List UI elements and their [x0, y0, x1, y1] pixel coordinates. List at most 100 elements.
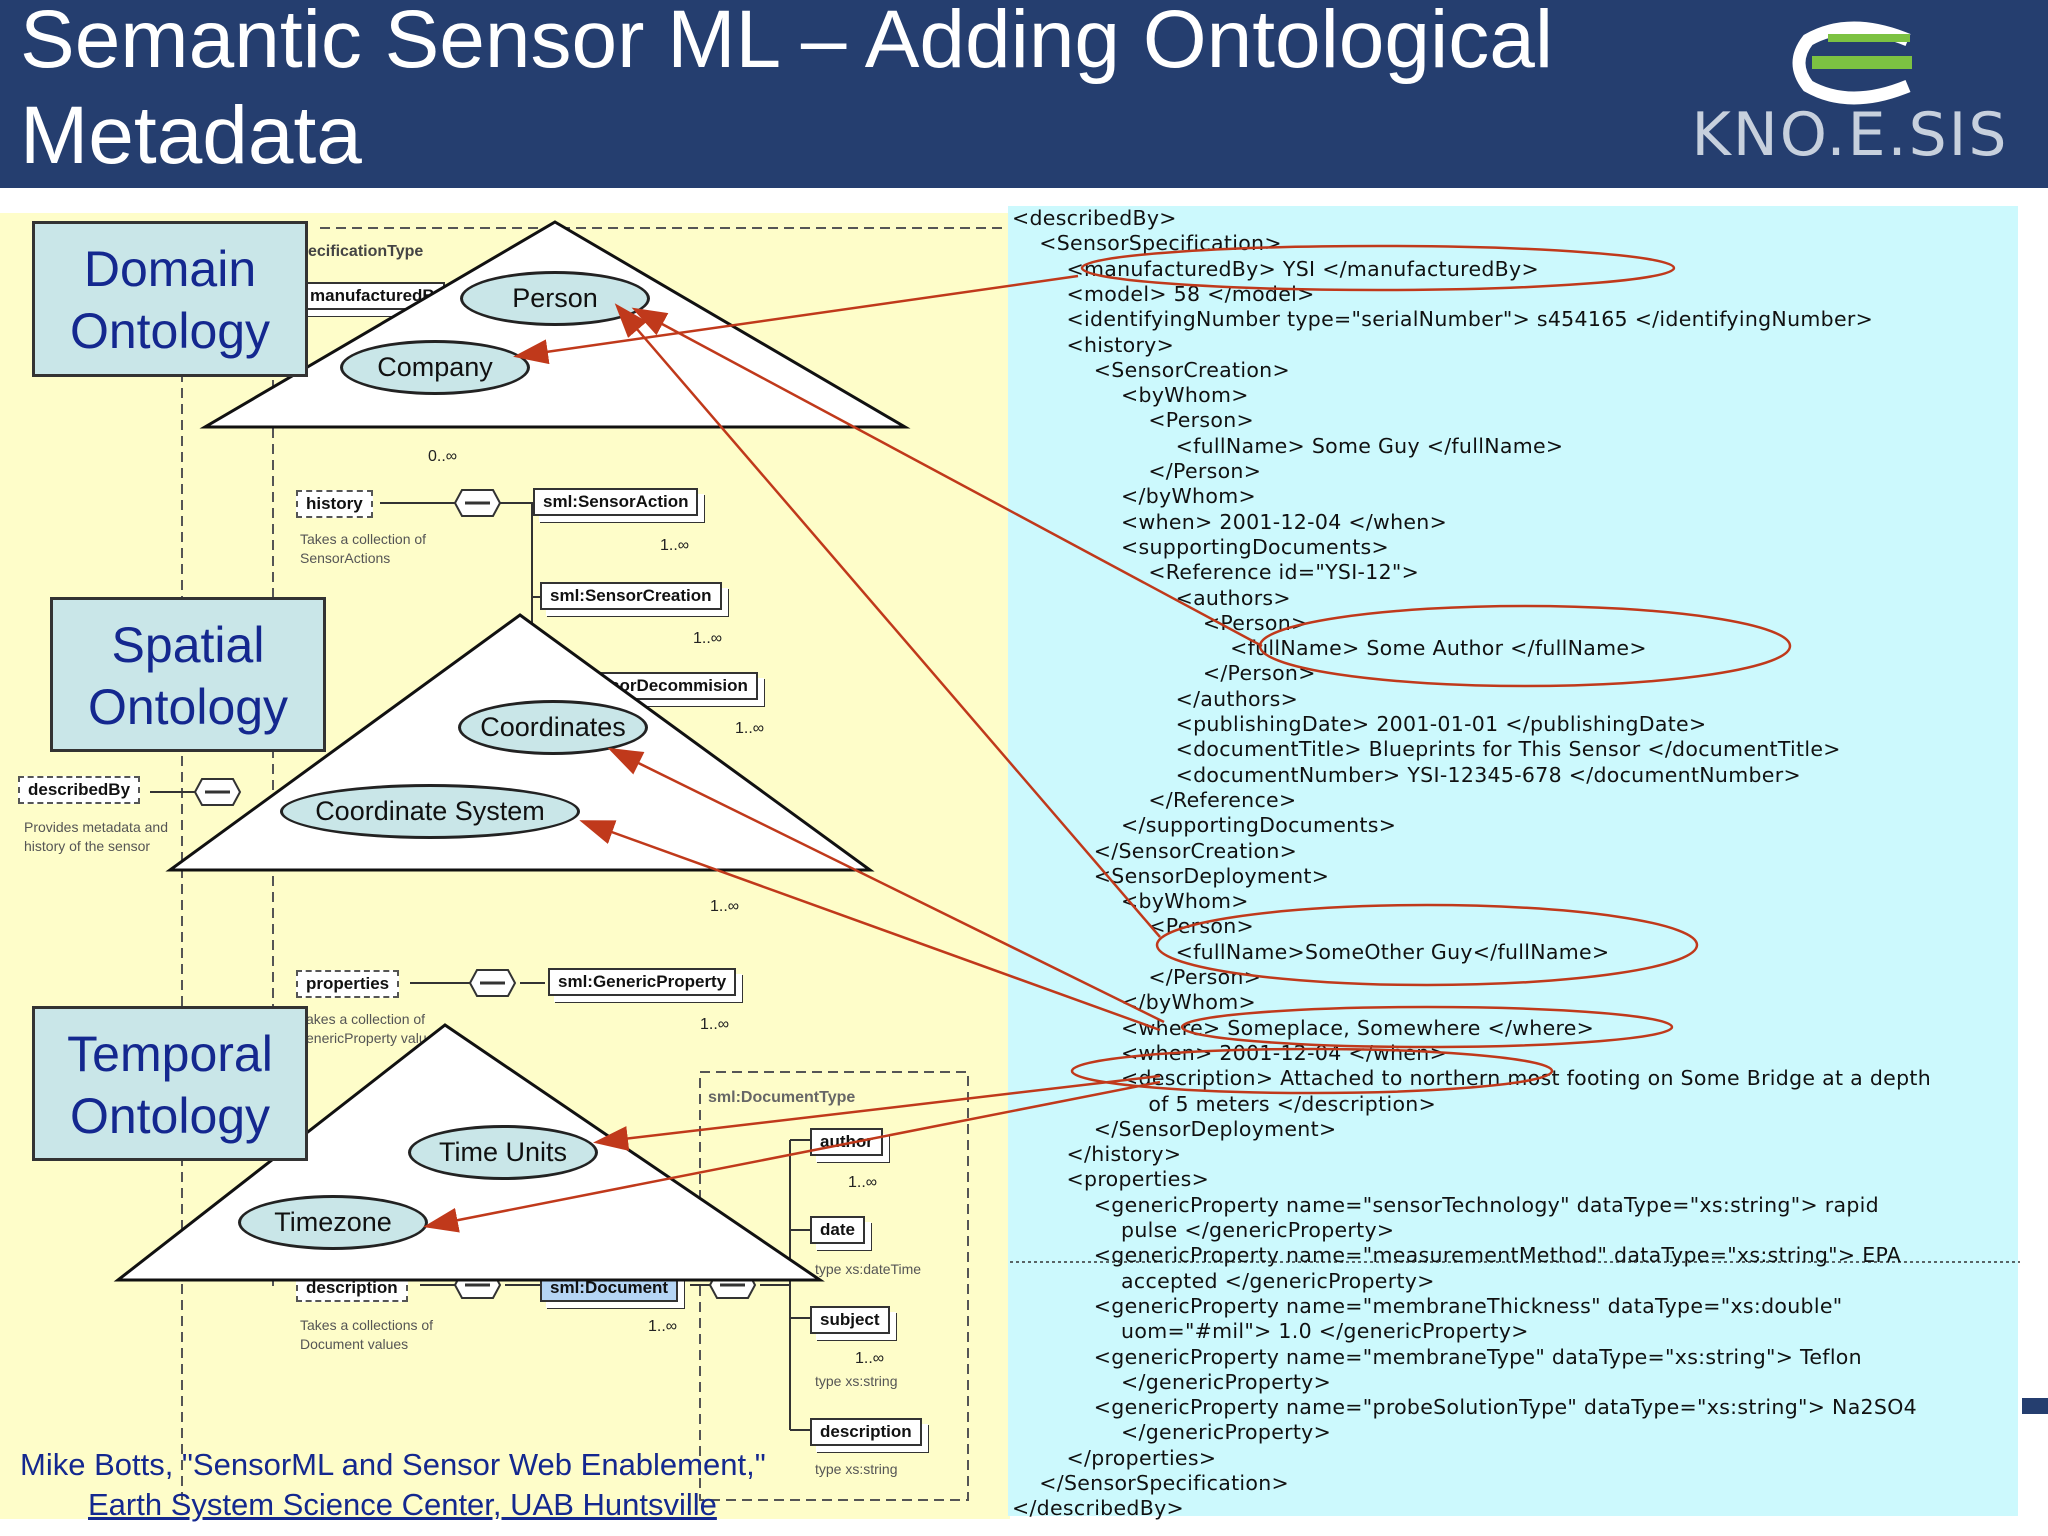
slide-title-line2: Metadata — [20, 90, 362, 181]
xml-line: <fullName>SomeOther Guy</fullName> — [1012, 939, 1610, 964]
concept-person: Person — [460, 271, 650, 326]
date-type-note: type xs:dateTime — [815, 1261, 922, 1277]
described-by-note-line1: Provides metadata and — [24, 819, 168, 835]
spatial-ontology-line1: Spatial — [111, 617, 265, 673]
xml-line: uom="#mil"> 1.0 </genericProperty> — [1012, 1319, 1529, 1344]
subject-type-note: type xs:string — [815, 1373, 898, 1389]
xml-line: <genericProperty name="sensorTechnology"… — [1012, 1192, 1879, 1217]
xml-line: <genericProperty name="measurementMethod… — [1012, 1243, 1902, 1268]
described-by-note-line2: history of the sensor — [24, 838, 151, 854]
xml-line: <fullName> Some Guy </fullName> — [1012, 433, 1564, 458]
history-note-line2: SensorActions — [300, 550, 391, 566]
xml-line: </Person> — [1012, 661, 1316, 686]
xml-line: </byWhom> — [1012, 484, 1256, 509]
knoesis-logo: KNO.E.SIS — [1680, 18, 2020, 170]
xml-line: </authors> — [1012, 686, 1299, 711]
properties-note: akes a collection of enericProperty value… — [306, 1010, 441, 1048]
properties-note-line2: enericProperty values — [306, 1030, 442, 1046]
multiplicity-label: 0..∞ — [428, 448, 458, 465]
concept-coordinates: Coordinates — [458, 700, 648, 755]
xml-line: <fullName> Some Author </fullName> — [1012, 636, 1647, 661]
xml-line: <manufacturedBy> YSI </manufacturedBy> — [1012, 256, 1539, 281]
xml-line: accepted </genericProperty> — [1012, 1268, 1435, 1293]
xml-line: <genericProperty name="membraneType" dat… — [1012, 1344, 1862, 1369]
knoesis-logo-mark — [1792, 21, 1912, 105]
xml-line: <when> 2001-12-04 </when> — [1012, 509, 1448, 534]
xml-line: <documentTitle> Blueprints for This Sens… — [1012, 737, 1841, 762]
description-note-line1: Takes a collections of — [300, 1317, 434, 1333]
multiplicity-label: 1..∞ — [648, 1318, 678, 1335]
xml-line: <authors> — [1012, 585, 1291, 610]
subject-node: subject — [810, 1306, 890, 1334]
xml-line: </supportingDocuments> — [1012, 813, 1397, 838]
xml-line: <documentNumber> YSI-12345-678 </documen… — [1012, 762, 1801, 787]
xml-line: </SensorCreation> — [1012, 838, 1298, 863]
xml-line: </SensorDeployment> — [1012, 1116, 1337, 1141]
spatial-ontology-box: Spatial Ontology — [50, 597, 326, 752]
history-note: Takes a collection of SensorActions — [300, 530, 426, 568]
slide-title-line1: Semantic Sensor ML – Adding Ontological — [20, 0, 1554, 85]
xml-line: </Reference> — [1012, 787, 1297, 812]
temporal-ontology-line1: Temporal — [67, 1026, 273, 1082]
multiplicity-label: 1..∞ — [855, 1350, 885, 1367]
history-node: history — [296, 490, 373, 518]
xml-line: </genericProperty> — [1012, 1369, 1332, 1394]
xml-line: <when> 2001-12-04 </when> — [1012, 1040, 1448, 1065]
domain-ontology-line2: Ontology — [69, 303, 271, 359]
xml-line: <publishingDate> 2001-01-01 </publishing… — [1012, 712, 1707, 736]
doc-description-node: description — [810, 1418, 922, 1446]
xml-line: </genericProperty> — [1012, 1420, 1332, 1445]
temporal-ontology-line2: Ontology — [69, 1088, 271, 1144]
described-by-node: describedBy — [18, 776, 141, 804]
xml-line: <describedBy> — [1012, 206, 1177, 230]
xml-line: <byWhom> — [1012, 383, 1249, 408]
concept-coordinate-system: Coordinate System — [280, 784, 580, 839]
xml-line: pulse </genericProperty> — [1012, 1218, 1395, 1242]
xml-line: <Reference id="YSI-12"> — [1012, 560, 1420, 585]
citation-line2: Earth System Science Center, UAB Huntsvi… — [88, 1487, 717, 1522]
logo-wordmark: KNO.E.SIS — [1691, 100, 2009, 170]
xml-line: <properties> — [1012, 1167, 1210, 1192]
properties-note-line1: akes a collection of — [306, 1011, 426, 1027]
description-note: Takes a collections of Document values — [300, 1316, 433, 1354]
domain-ontology-line1: Domain — [83, 241, 257, 297]
xml-line: <genericProperty name="membraneThickness… — [1012, 1293, 1843, 1318]
properties-node: properties — [296, 970, 400, 998]
xml-line: <supportingDocuments> — [1012, 534, 1390, 559]
concept-timezone: Timezone — [238, 1195, 428, 1250]
xml-line: <genericProperty name="probeSolutionType… — [1012, 1395, 1917, 1420]
xml-line: </byWhom> — [1012, 990, 1256, 1015]
description-note-line2: Document values — [300, 1336, 409, 1352]
spatial-ontology-line2: Ontology — [87, 679, 289, 735]
xml-line: </describedBy> — [1012, 1496, 1184, 1521]
xml-line: </properties> — [1012, 1445, 1217, 1470]
concept-time-units: Time Units — [408, 1125, 598, 1180]
specification-type-label: ecificationType — [308, 243, 424, 260]
citation-line1: Mike Botts, "SensorML and Sensor Web Ena… — [20, 1447, 766, 1482]
xml-line: <SensorDeployment> — [1012, 863, 1330, 888]
xml-line: <where> Someplace, Somewhere </where> — [1012, 1015, 1595, 1040]
xml-line: </history> — [1012, 1142, 1182, 1167]
xml-line: <Person> — [1012, 914, 1254, 939]
described-by-note: Provides metadata and history of the sens… — [24, 818, 168, 856]
xml-line: <Person> — [1012, 610, 1309, 635]
xml-line: <Person> — [1012, 408, 1254, 433]
xml-line: <model> 58 </model> — [1012, 281, 1315, 306]
xml-line: <history> — [1012, 332, 1175, 357]
xml-line: <SensorSpecification> — [1012, 231, 1282, 256]
xml-line: <SensorCreation> — [1012, 357, 1290, 382]
title-bar: Semantic Sensor ML – Adding Ontological … — [0, 0, 2048, 188]
temporal-ontology-box: Temporal Ontology — [32, 1006, 308, 1161]
xml-line: <description> Attached to northern most … — [1012, 1066, 1932, 1091]
xml-line: <identifyingNumber type="serialNumber"> … — [1012, 307, 1874, 332]
history-note-line1: Takes a collection of — [300, 531, 427, 547]
domain-ontology-box: Domain Ontology — [32, 221, 308, 377]
concept-company: Company — [340, 340, 530, 395]
xml-line: of 5 meters </description> — [1012, 1091, 1437, 1116]
doc-description-type-note: type xs:string — [815, 1461, 898, 1477]
xml-line: </SensorSpecification> — [1012, 1471, 1290, 1495]
xml-line: </Person> — [1012, 965, 1262, 989]
xml-line: <byWhom> — [1012, 889, 1249, 914]
xml-line: </Person> — [1012, 459, 1262, 483]
slide-title: Semantic Sensor ML – Adding Ontological … — [20, 0, 1553, 184]
